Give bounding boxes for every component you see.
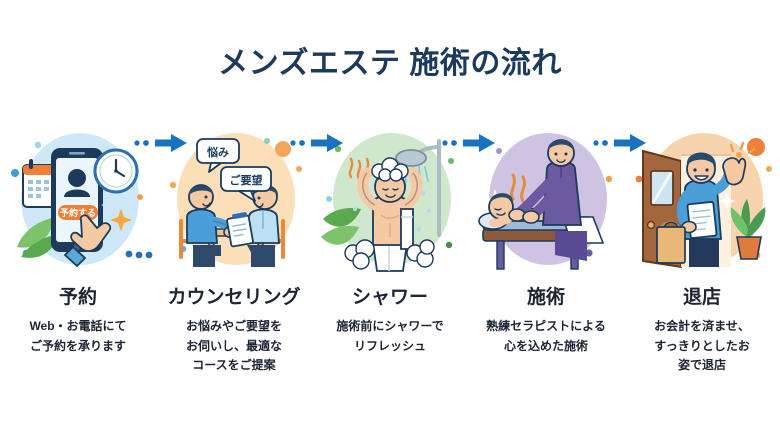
arrow-step1-to-step2: [134, 134, 187, 152]
step-shower-description: 施術前にシャワーで リフレッシュ: [336, 317, 443, 357]
step-counseling-desc-line-1: お悩みやご要望を: [185, 318, 282, 333]
step-treatment-illustration: [471, 125, 621, 275]
step-counseling-desc-line-2: お伺いし、最適な: [185, 338, 282, 353]
step-counseling-description: お悩みやご要望を お伺いし、最適な コースをご提案: [186, 317, 282, 376]
step-treatment-description: 熟練セラピストによる 心を込めた施術: [486, 317, 606, 357]
step-checkout-description: お会計を済ませ、 すっきりとしたお 姿で退店: [654, 317, 750, 376]
step-checkout-desc-line-2: すっきりとしたお: [654, 338, 750, 353]
step-shower-desc-line-2: リフレッシュ: [353, 338, 426, 353]
svg-text:ご要望: ご要望: [230, 173, 263, 187]
step-reservation-label: 予約: [58, 287, 97, 308]
arrow-step2-to-step3: [290, 134, 343, 152]
arrow-step3-to-step4: [442, 134, 495, 152]
step-checkout-desc-line-1: お会計を済ませ、: [654, 318, 750, 333]
step-shower-label: シャワー: [351, 287, 428, 308]
counseling-consultation-icon: 悩み ご要望: [169, 138, 302, 267]
arrow-step4-to-step5: [593, 134, 646, 152]
step-reservation-description: Web・お電話にて ご予約を承ります: [29, 317, 126, 357]
smartphone-booking-icon: 予約する: [11, 141, 153, 268]
step-shower: シャワー 施術前にシャワーで リフレッシュ: [312, 125, 468, 356]
step-counseling-desc-line-3: コースをご提案: [192, 358, 276, 373]
svg-text:悩み: 悩み: [206, 145, 229, 159]
shower-icon: [321, 139, 454, 272]
step-treatment-desc-line-2: 心を込めた施術: [503, 338, 588, 353]
step-checkout: 退店 お会計を済ませ、 すっきりとしたお 姿で退店: [624, 125, 780, 376]
step-shower-illustration: [315, 125, 465, 275]
step-reservation-desc-line-2: ご予約を承ります: [29, 338, 126, 353]
steps-row: 予約する 予約 Web・お電話にて ご予約を承: [0, 125, 780, 405]
checkout-leaving-icon: [635, 138, 772, 269]
step-counseling-illustration: 悩み ご要望: [159, 125, 309, 275]
svg-text:予約する: 予約する: [60, 207, 96, 218]
step-checkout-illustration: [627, 125, 777, 275]
step-checkout-desc-line-3: 姿で退店: [677, 358, 726, 373]
page-title: メンズエステ 施術の流れ: [218, 47, 562, 80]
step-reservation: 予約する 予約 Web・お電話にて ご予約を承: [0, 125, 156, 356]
step-treatment: 施術 熟練セラピストによる 心を込めた施術: [468, 125, 624, 356]
step-reservation-desc-line-1: Web・お電話にて: [29, 318, 127, 333]
step-counseling-label: カウンセリング: [167, 287, 301, 308]
step-treatment-label: 施術: [526, 287, 565, 308]
step-counseling: 悩み ご要望 カウンセリング お悩みやご要望を お伺いし、最適な コースをご提案: [156, 125, 312, 376]
step-checkout-label: 退店: [682, 287, 721, 308]
step-treatment-desc-line-1: 熟練セラピストによる: [486, 318, 606, 333]
massage-treatment-icon: [478, 139, 613, 270]
step-shower-desc-line-1: 施術前にシャワーで: [336, 318, 444, 333]
step-reservation-illustration: 予約する: [3, 125, 153, 275]
